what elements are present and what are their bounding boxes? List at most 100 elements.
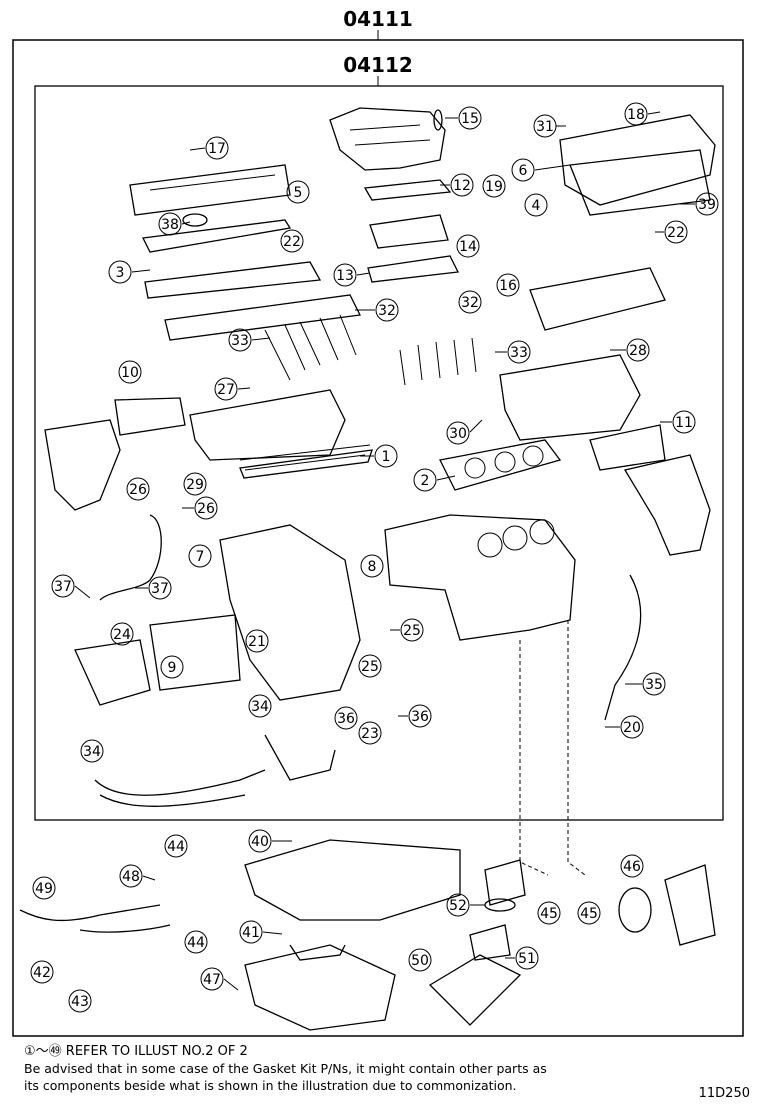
svg-text:21: 21 (248, 634, 266, 650)
callout-31: 31 (533, 114, 566, 138)
svg-text:46: 46 (623, 859, 641, 875)
svg-text:26: 26 (129, 482, 147, 498)
part-callouts: 15 17 31 18 6 12 19 5 4 39 38 22 22 14 3… (30, 102, 719, 1013)
reference-note: ①～㊾ REFER TO ILLUST NO.2 OF 2 (24, 1044, 248, 1059)
callout-4: 4 (524, 193, 548, 217)
callout-48: 48 (119, 864, 156, 888)
svg-text:28: 28 (629, 343, 647, 359)
inner-kit-frame (34, 85, 724, 821)
callout-19: 19 (482, 174, 506, 198)
callout-10: 10 (118, 360, 142, 384)
callout-15: 15 (445, 106, 482, 130)
callout-25a: 25 (390, 618, 424, 642)
svg-text:22: 22 (667, 225, 685, 241)
svg-text:8: 8 (368, 559, 377, 575)
svg-text:37: 37 (54, 579, 72, 595)
callout-50: 50 (408, 948, 432, 972)
callout-18: 18 (624, 102, 661, 126)
callout-13: 13 (333, 263, 371, 287)
callout-7: 7 (188, 544, 212, 568)
callout-45b: 45 (577, 901, 601, 925)
svg-text:39: 39 (698, 197, 716, 213)
svg-text:13: 13 (336, 268, 354, 284)
callout-17: 17 (189, 136, 229, 160)
svg-text:24: 24 (113, 627, 131, 643)
callout-14: 14 (456, 234, 480, 258)
callout-23: 23 (358, 721, 382, 745)
svg-text:29: 29 (186, 477, 204, 493)
callout-35: 35 (625, 672, 666, 696)
callout-36a: 36 (334, 706, 358, 730)
callout-42: 42 (30, 960, 54, 984)
callout-34a: 34 (248, 694, 272, 718)
svg-text:45: 45 (540, 906, 558, 922)
outer-kit-number: 04111 (343, 7, 413, 31)
svg-text:49: 49 (35, 881, 53, 897)
svg-text:19: 19 (485, 179, 503, 195)
callout-44b: 44 (184, 930, 208, 954)
svg-text:35: 35 (645, 677, 663, 693)
svg-text:44: 44 (167, 839, 185, 855)
svg-text:37: 37 (151, 581, 169, 597)
svg-text:10: 10 (121, 365, 139, 381)
svg-text:12: 12 (453, 178, 471, 194)
callout-37a: 37 (51, 574, 91, 599)
callout-39: 39 (680, 192, 719, 216)
callout-25b: 25 (358, 654, 382, 678)
svg-text:48: 48 (122, 869, 140, 885)
callout-8: 8 (360, 554, 384, 578)
callout-44a: 44 (164, 834, 188, 858)
callout-46: 46 (620, 854, 644, 878)
callout-26a: 26 (126, 477, 150, 501)
callout-9: 9 (160, 655, 184, 679)
callout-34b: 34 (80, 739, 104, 763)
advisory-line-2: its components beside what is shown in t… (24, 1078, 517, 1093)
svg-text:38: 38 (161, 217, 179, 233)
callout-28: 28 (610, 338, 650, 362)
svg-text:36: 36 (337, 711, 355, 727)
svg-text:34: 34 (251, 699, 269, 715)
svg-text:4: 4 (532, 198, 541, 214)
callout-47: 47 (200, 967, 239, 991)
svg-text:1: 1 (382, 449, 391, 465)
svg-text:17: 17 (208, 141, 226, 157)
svg-text:31: 31 (536, 119, 554, 135)
svg-text:27: 27 (217, 382, 235, 398)
svg-text:3: 3 (116, 265, 125, 281)
callout-32b: 32 (458, 290, 482, 314)
svg-text:50: 50 (411, 953, 429, 969)
svg-text:25: 25 (361, 659, 379, 675)
svg-text:36: 36 (411, 709, 429, 725)
svg-text:14: 14 (459, 239, 477, 255)
callout-43: 43 (68, 989, 92, 1013)
svg-text:47: 47 (203, 972, 221, 988)
callout-32a: 32 (355, 298, 399, 322)
outer-kit-frame (12, 39, 744, 1037)
svg-text:18: 18 (627, 107, 645, 123)
callout-33a: 33 (228, 328, 271, 352)
svg-text:32: 32 (378, 303, 396, 319)
advisory-line-1: Be advised that in some case of the Gask… (24, 1061, 547, 1076)
svg-text:16: 16 (499, 278, 517, 294)
callout-29: 29 (183, 472, 207, 496)
callout-20: 20 (605, 715, 644, 739)
svg-text:33: 33 (510, 345, 528, 361)
callout-52: 52 (446, 893, 485, 917)
svg-text:7: 7 (196, 549, 205, 565)
svg-text:11: 11 (675, 415, 693, 431)
callout-2: 2 (413, 468, 456, 492)
svg-text:9: 9 (168, 660, 177, 676)
svg-text:15: 15 (461, 111, 479, 127)
svg-text:2: 2 (421, 473, 430, 489)
svg-text:40: 40 (251, 834, 269, 850)
svg-text:44: 44 (187, 935, 205, 951)
inner-kit-number: 04112 (343, 53, 413, 77)
callout-5: 5 (286, 180, 310, 204)
illustration-code: 11D250 (698, 1086, 750, 1101)
callout-33b: 33 (495, 340, 531, 364)
svg-text:25: 25 (403, 623, 421, 639)
callout-11: 11 (660, 410, 696, 434)
svg-text:51: 51 (518, 951, 536, 967)
svg-text:6: 6 (519, 163, 528, 179)
